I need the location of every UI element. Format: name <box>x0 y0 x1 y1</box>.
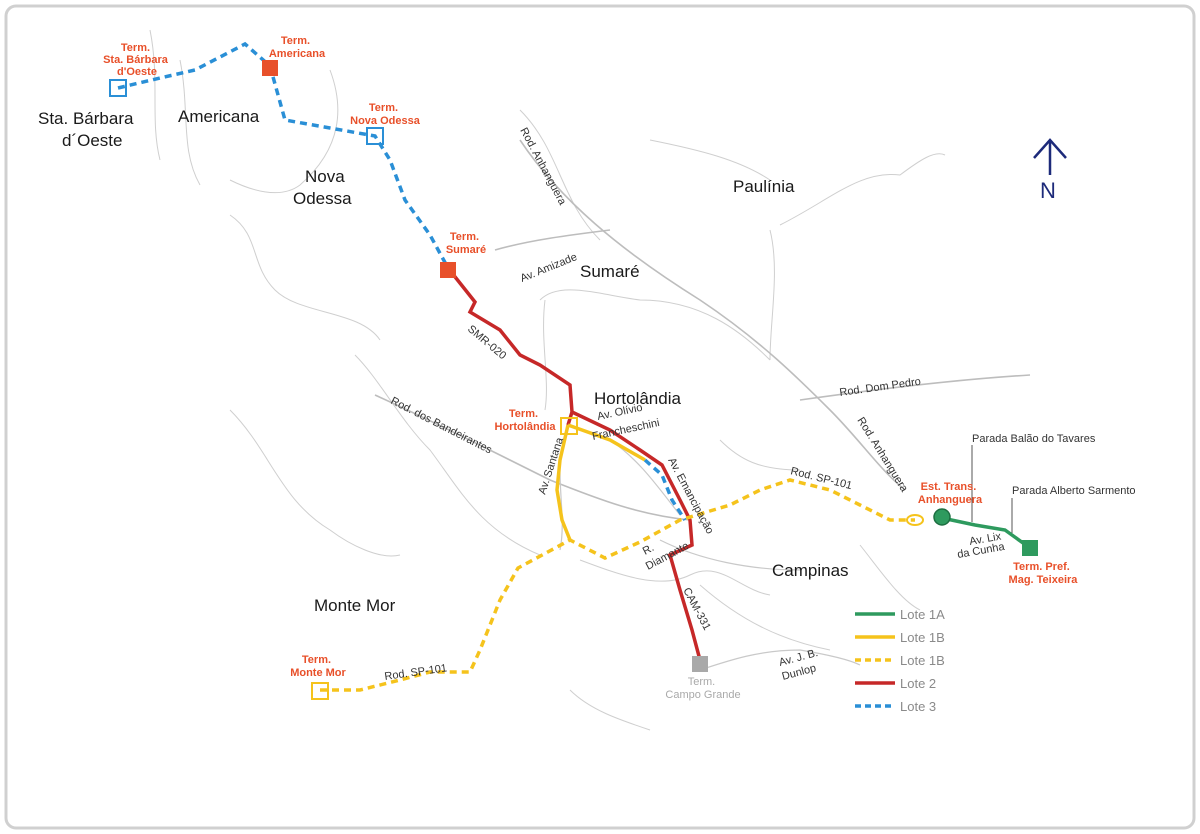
legend-label: Lote 1B <box>900 653 945 668</box>
road-network <box>374 139 1031 671</box>
terminal-pref-mag-icon <box>1022 540 1038 556</box>
terminal-pref-mag-label: Term. Pref. Mag. Teixeira <box>1009 561 1079 586</box>
terminal-americana-label: Term. Americana <box>269 35 326 60</box>
terminal-anhanguera-label: Est. Trans. Anhanguera <box>918 481 983 506</box>
terminal-monte-mor-label: Term. Monte Mor <box>290 654 346 679</box>
legend-label: Lote 1A <box>900 607 945 622</box>
city-sumare: Sumaré <box>580 262 640 281</box>
legend-label: Lote 1B <box>900 630 945 645</box>
terminal-nova-odessa-label: Term. Nova Odessa <box>350 102 421 127</box>
north-arrow-icon <box>1033 138 1067 175</box>
terminal-monte-mor-icon <box>311 682 329 700</box>
terminal-sta-barbara-icon <box>109 79 127 97</box>
city-americana: Americana <box>178 107 260 126</box>
terminal-campo-grande-label: Term. Campo Grande <box>665 676 740 701</box>
route-lote-1b-dashed <box>320 478 915 692</box>
terminal-nova-odessa-icon <box>366 127 384 145</box>
north-label: N <box>1040 178 1056 203</box>
municipal-borders <box>149 29 946 731</box>
route-lote-3-emancipacao <box>643 458 687 521</box>
city-nova-odessa-line2: Odessa <box>293 189 352 208</box>
city-sta-barbara-line2: d´Oeste <box>62 131 122 150</box>
parada-alberto-label: Parada Alberto Sarmento <box>1012 485 1136 497</box>
route-lote-1a <box>941 516 1032 550</box>
terminal-campo-grande-icon <box>692 656 708 672</box>
legend: Lote 1A Lote 1B Lote 1B Lote 2 Lote 3 <box>855 607 945 714</box>
road-label-diamante-line1: R. <box>641 542 656 558</box>
city-sta-barbara-line1: Sta. Bárbara <box>38 109 134 128</box>
terminal-sta-barbara-label: Term. Sta. Bárbara d'Oeste <box>103 42 171 78</box>
city-hortolandia: Hortolândia <box>594 389 681 408</box>
route-lote-1b <box>555 423 646 541</box>
terminal-hortolandia-icon <box>560 417 578 435</box>
legend-label: Lote 3 <box>900 699 936 714</box>
city-nova-odessa-line1: Nova <box>305 167 345 186</box>
route-lote-2 <box>446 266 702 661</box>
parada-balao-label: Parada Balão do Tavares <box>972 433 1096 445</box>
terminal-icons <box>109 60 1038 700</box>
station-anhanguera-icon <box>933 508 951 526</box>
road-label-lix-line1: Av. Lix <box>968 530 1002 547</box>
city-monte-mor: Monte Mor <box>314 596 396 615</box>
terminal-sumare-label: Term. Sumaré <box>446 231 486 256</box>
roundabout-anhanguera <box>906 514 924 526</box>
city-campinas: Campinas <box>772 561 849 580</box>
route-lote-3 <box>117 41 450 269</box>
legend-label: Lote 2 <box>900 676 936 691</box>
terminal-hortolandia-label: Term. Hortolândia <box>494 408 556 433</box>
terminal-sumare-icon <box>440 262 456 278</box>
map-frame <box>4 4 1196 830</box>
city-paulinia: Paulínia <box>733 177 795 196</box>
terminal-americana-icon <box>262 60 278 76</box>
